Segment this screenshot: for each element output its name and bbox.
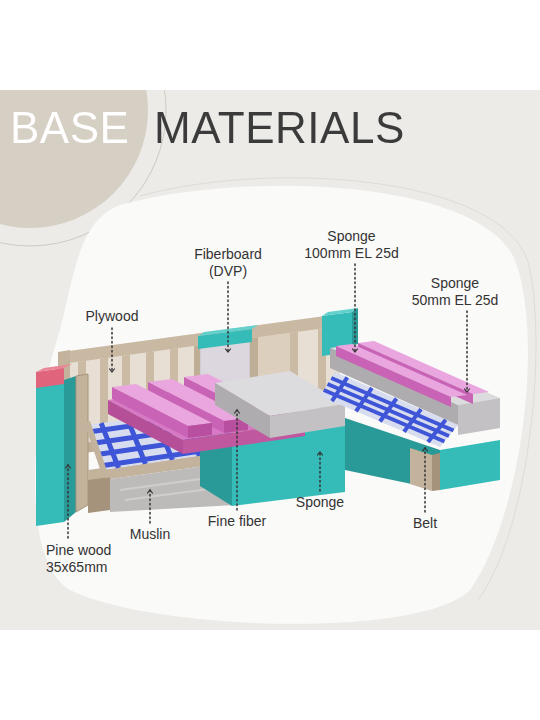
blob-outline xyxy=(140,178,536,600)
white-blob xyxy=(35,186,528,624)
part-label: Sponge xyxy=(280,494,360,511)
pine-block xyxy=(88,477,110,513)
foam-strip xyxy=(336,344,467,397)
part-label: Muslin xyxy=(110,526,190,543)
part-label: Plywood xyxy=(72,308,152,325)
part-label: Belt xyxy=(385,515,465,532)
pine-leg-side xyxy=(432,453,440,491)
leader-line xyxy=(149,490,151,523)
leader-line xyxy=(227,282,229,352)
foam-strip-side xyxy=(112,387,188,438)
leader-line xyxy=(424,448,426,512)
part-label: Fiberboard (DVP) xyxy=(188,246,268,280)
arm-sponge-side xyxy=(64,376,76,522)
part-label: Sponge 100mm EL 25d xyxy=(303,228,400,262)
part-label: Fine fiber xyxy=(197,513,277,530)
leader-line xyxy=(354,264,356,352)
leader-line xyxy=(111,328,113,372)
chaise-sponge-front xyxy=(458,398,500,435)
page-title: BASE MATERIALS xyxy=(10,104,405,152)
leader-line xyxy=(466,311,468,392)
leader-line xyxy=(319,452,321,491)
arm-sponge xyxy=(36,380,64,526)
base-rail xyxy=(84,421,107,472)
arm-cap-top xyxy=(36,364,72,372)
pine-post xyxy=(76,374,88,512)
part-label: Pine wood 35x65mm xyxy=(46,542,120,576)
foam-strip-front xyxy=(188,423,212,438)
chaise-sponge xyxy=(440,440,500,490)
fine-fiber-side xyxy=(215,383,270,438)
leader-line xyxy=(236,410,238,510)
leader-line xyxy=(67,465,69,538)
pine-leg xyxy=(410,448,432,491)
fine-fiber-front xyxy=(270,404,345,438)
part-label: Sponge 50mm EL 25d xyxy=(410,275,500,309)
foam-strip-side xyxy=(336,346,451,407)
